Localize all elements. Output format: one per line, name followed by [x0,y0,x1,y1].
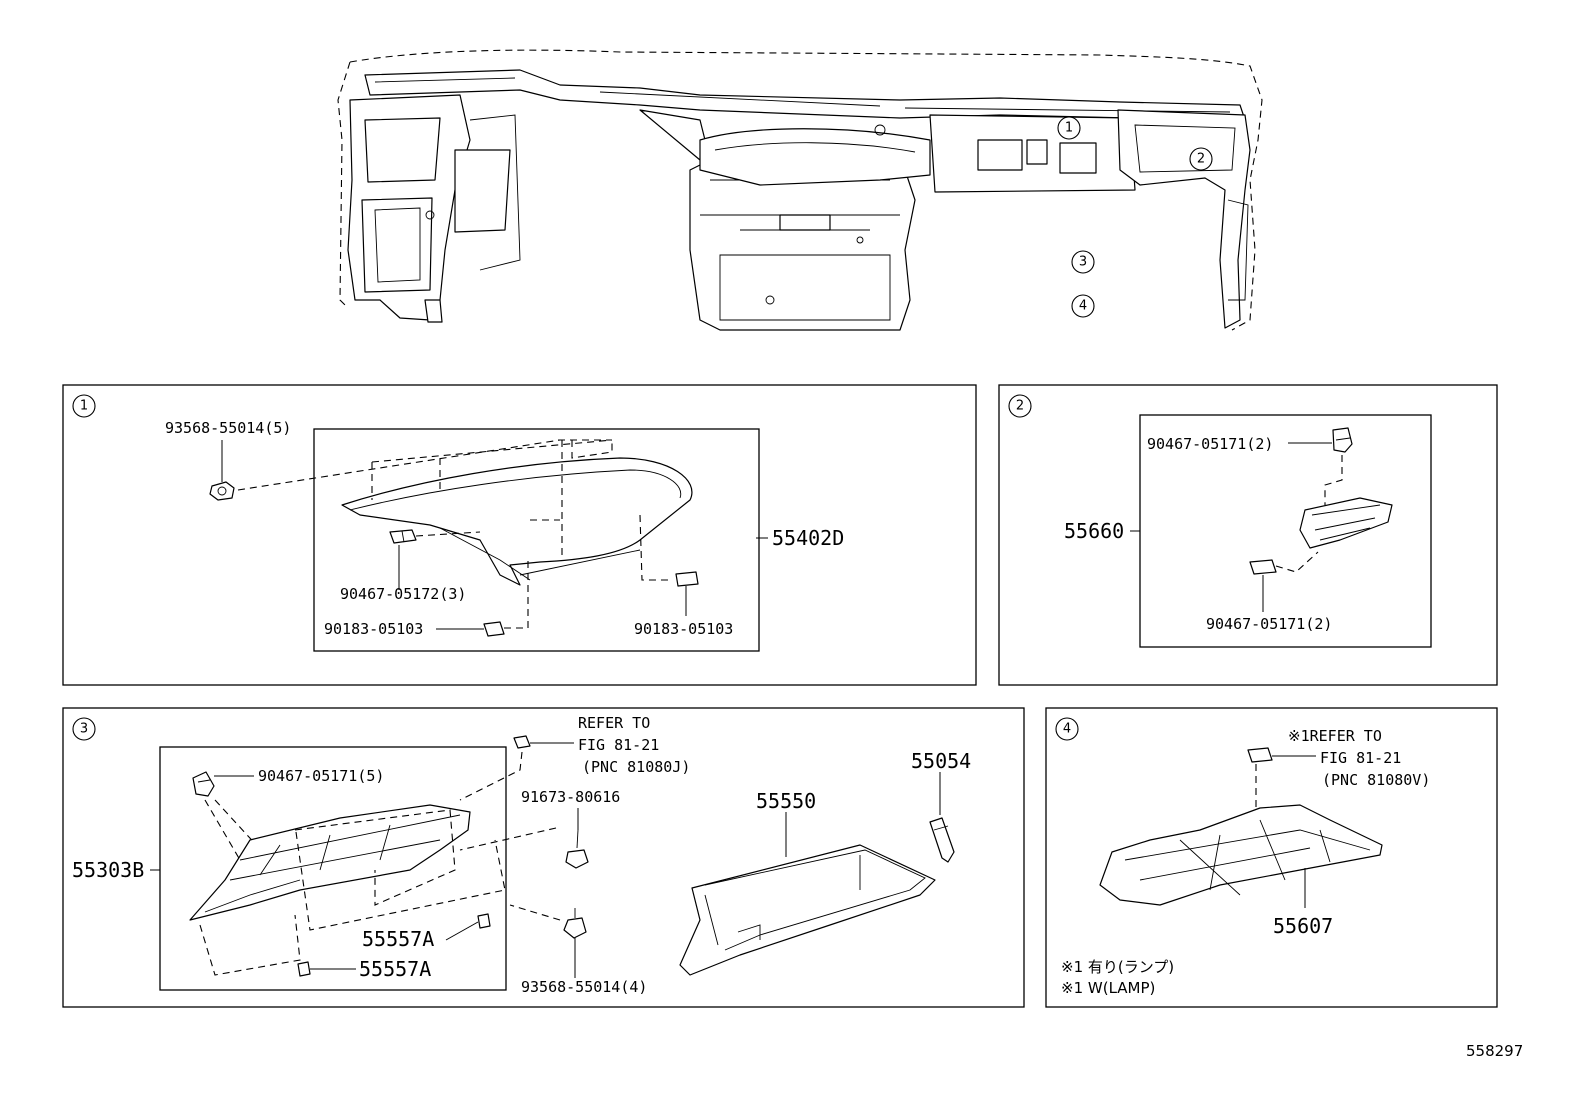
panel-1-number: 1 [80,399,88,414]
instrument-panel-cover [341,457,693,586]
part-label-90467-05172[interactable]: 90467-05172(3) [340,585,466,603]
part-label-91673-80616[interactable]: 91673-80616 [521,788,620,806]
panel-2-badge [1008,394,1032,418]
part-label-90467-05171-bottom[interactable]: 90467-05171(2) [1206,615,1332,633]
footnote-jp: ※1 有り(ランプ) [1061,958,1174,976]
lower-panel-icon [189,804,471,921]
panel-1-badge [72,394,96,418]
refer-pnc-label[interactable]: (PNC 81080V) [1322,771,1430,789]
callout-number: 4 [1079,299,1087,314]
panel-3-number: 3 [80,722,88,737]
panel-1: 1 93568-55014(5) 55402D 90467-05172(3) [62,384,977,686]
part-label-90467-05171-top[interactable]: 90467-05171(2) [1147,435,1273,453]
part-label-55054[interactable]: 55054 [911,749,971,773]
dashboard-overview [337,49,1263,331]
part-label-55557A-upper[interactable]: 55557A [362,927,434,951]
glove-box-icon [679,844,936,976]
bolt-icon [565,829,589,869]
panel-3: 3 REFER TO FIG 81-21 (PNC 81080J) 90467-… [62,707,1025,1008]
part-label-93568-55014[interactable]: 93568-55014(5) [165,419,291,437]
clip-icon [675,571,699,587]
refer-fig-label[interactable]: FIG 81-21 [578,736,659,754]
panel-3-badge [72,717,96,741]
clip-icon [1332,427,1353,453]
clip-icon [297,961,311,977]
panel-1-subgroup-box [313,428,760,652]
clip-icon [209,481,235,501]
part-label-55303B[interactable]: 55303B [72,858,144,882]
panel-4-number: 4 [1063,722,1071,737]
callout-number: 1 [1065,121,1073,136]
clip-icon [1249,559,1277,575]
panel-4: 4 ※1REFER TO FIG 81-21 (PNC 81080V) 5560… [1045,707,1498,1008]
callout-number: 3 [1079,255,1087,270]
refer-pnc-label[interactable]: (PNC 81080J) [582,758,690,776]
part-label-90183-05103-left[interactable]: 90183-05103 [324,620,423,638]
refer-to-label[interactable]: REFER TO [578,714,650,732]
refer-fig-label[interactable]: FIG 81-21 [1320,749,1401,767]
clip-icon [513,735,531,749]
damper-icon [929,817,955,863]
clip-icon [1247,747,1273,763]
panel-2-number: 2 [1016,399,1024,414]
part-label-90183-05103-right[interactable]: 90183-05103 [634,620,733,638]
footnote-en: ※1 W(LAMP) [1061,979,1155,997]
part-label-55550[interactable]: 55550 [756,789,816,813]
part-label-55402D[interactable]: 55402D [772,526,844,550]
undercover-icon [1099,804,1383,906]
dashboard-callout-1[interactable]: 1 [1057,116,1081,140]
figure-id: 558297 [1466,1042,1523,1060]
part-label-93568-55014-4[interactable]: 93568-55014(4) [521,978,647,996]
bolt-icon [563,908,587,939]
panel-4-badge [1055,717,1079,741]
part-label-90467-05171-5[interactable]: 90467-05171(5) [258,767,384,785]
dashboard-callout-4[interactable]: 4 [1071,294,1095,318]
panel-3-subgroup-box [159,746,507,991]
refer-to-label[interactable]: ※1REFER TO [1288,727,1382,745]
callout-number: 2 [1197,152,1205,167]
part-label-55607[interactable]: 55607 [1273,914,1333,938]
clip-icon [192,771,215,797]
part-label-55557A-lower[interactable]: 55557A [359,957,431,981]
part-label-55660[interactable]: 55660 [1064,519,1124,543]
dashboard-callout-3[interactable]: 3 [1071,250,1095,274]
clip-icon [477,913,491,929]
panel-2: 2 90467-05171(2) 55660 90467-05171(2) [998,384,1498,686]
clip-icon [483,621,505,637]
clip-icon [389,529,417,544]
bracket-icon [1299,497,1393,549]
dashboard-callout-2[interactable]: 2 [1189,147,1213,171]
